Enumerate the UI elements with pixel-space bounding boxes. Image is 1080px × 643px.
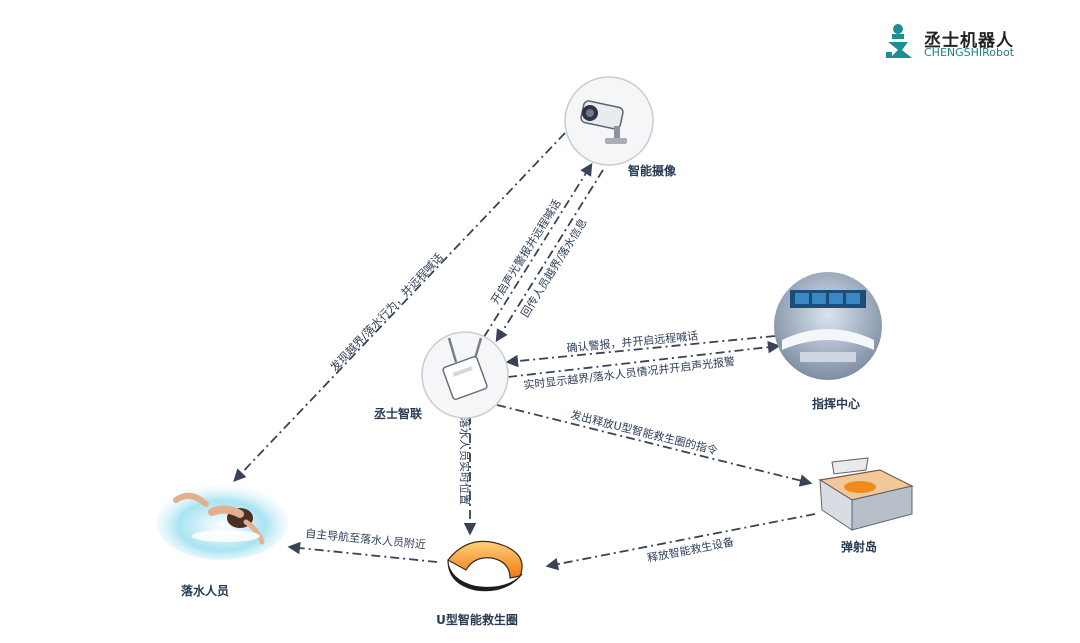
launcher-node <box>820 458 912 530</box>
edge-label-command-to-gateway: 确认警报，并开启远程喊话 <box>566 328 699 355</box>
launcher-device-icon <box>820 458 912 530</box>
chengshi-logo-icon <box>884 22 920 62</box>
command-center-label: 指挥中心 <box>812 396 860 411</box>
u-lifebuoy-icon <box>448 541 522 590</box>
edge-label-lifebuoy-to-person: 自主导航至落水人员附近 <box>305 526 427 552</box>
edge-label-gateway-to-launcher: 发出释放U型智能救生圈的指令 <box>569 407 719 457</box>
edges: 发现越界/落水行为，并远程喊话 开启声光警报并远程喊话 回传人员越界/落水信息 … <box>235 133 815 566</box>
camera-label: 智能摄像 <box>627 163 677 178</box>
edge-camera-to-gateway <box>497 170 603 340</box>
gateway-node <box>422 332 508 418</box>
edge-gateway-to-launcher <box>497 405 810 483</box>
command-center-node <box>774 272 882 380</box>
edge-label-camera-to-gateway: 回传人员越界/落水信息 <box>518 216 590 320</box>
brand-logo: 丞士机器人 CHENGSHIRobot <box>884 22 1034 66</box>
gateway-label: 丞士智联 <box>374 406 422 421</box>
edge-label-gateway-to-command: 实时显示越界/落水人员情况并开启声光报警 <box>523 354 736 392</box>
edge-gateway-to-camera <box>484 165 591 337</box>
person-node <box>156 484 288 560</box>
lifebuoy-label: U型智能救生圈 <box>436 612 518 627</box>
edge-label-gateway-to-lifebuoy: 落水人员实时位置 <box>458 417 472 505</box>
camera-node <box>565 77 653 165</box>
lifebuoy-node <box>448 541 522 590</box>
brand-name-en: CHENGSHIRobot <box>924 46 1014 59</box>
person-label: 落水人员 <box>181 583 229 598</box>
launcher-label: 弹射岛 <box>841 539 877 554</box>
